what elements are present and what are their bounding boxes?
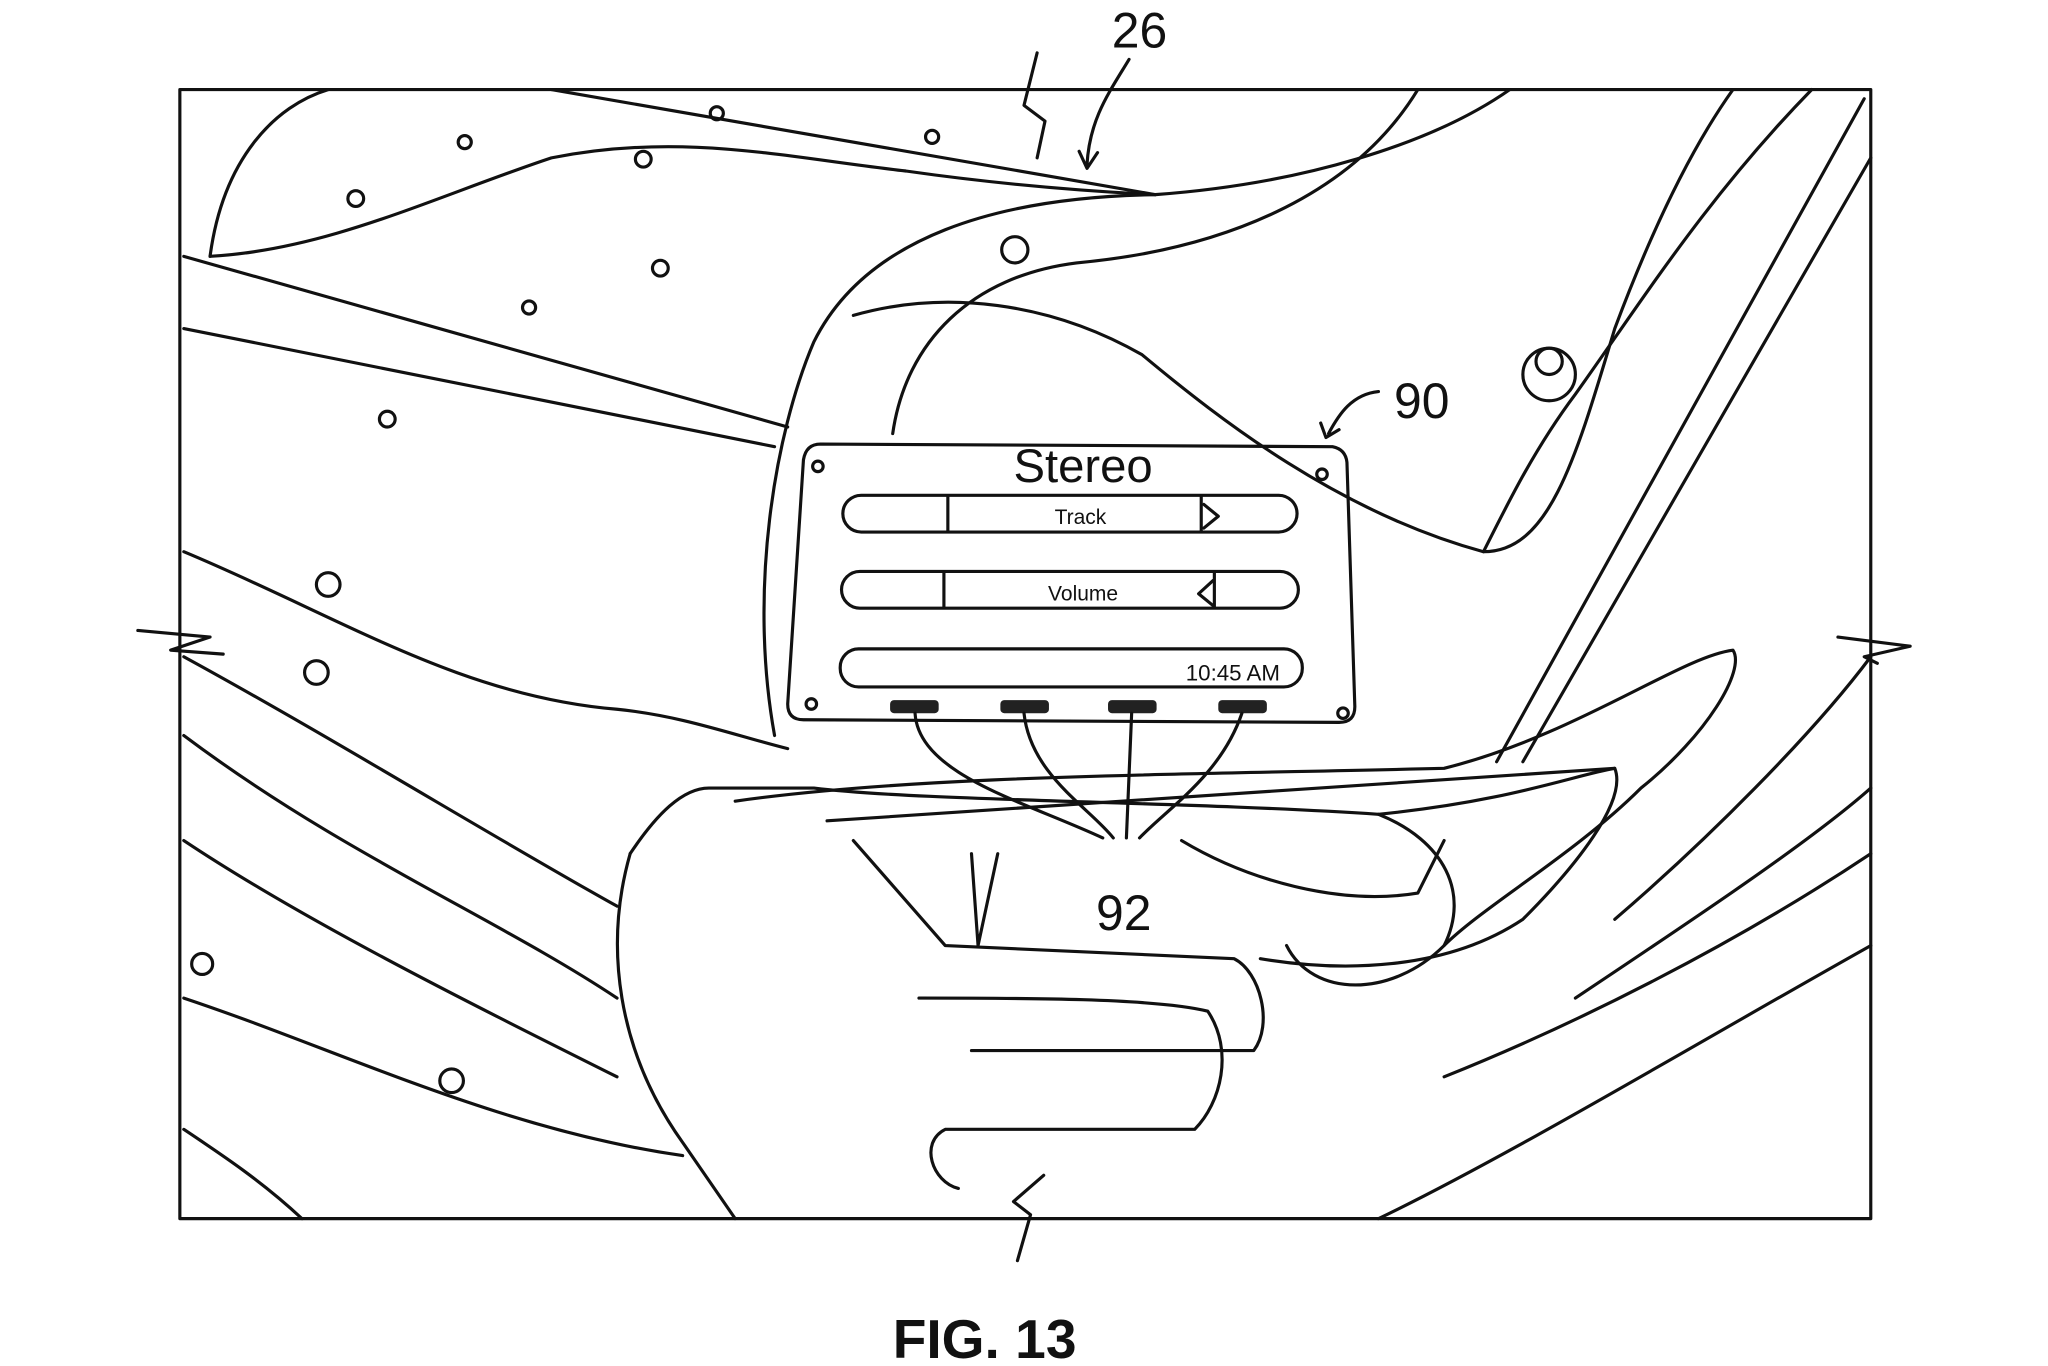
frame-border [136,51,1912,1263]
hard-button-2[interactable] [1000,700,1049,714]
track-label: Track [1055,506,1107,529]
clock-bar: 10:45 AM [838,647,1304,689]
figure-caption: FIG. 13 [893,1308,1077,1366]
hard-button-1[interactable] [890,700,939,714]
hard-button-3[interactable] [1108,700,1157,714]
hard-button-4[interactable] [1218,700,1267,714]
hard-buttons [890,700,1267,714]
track-slider[interactable]: Track [841,493,1299,534]
leader-lines [913,57,1381,840]
clock-text: 10:45 AM [1186,660,1280,685]
stereo-display: Stereo Track Volume 10:45 AM [786,440,1357,724]
volume-left-icon[interactable] [1197,579,1215,608]
volume-label: Volume [1048,582,1118,605]
stereo-title: Stereo [1013,440,1152,493]
ref-numeral-90: 90 [1394,373,1449,429]
fastener-holes [190,105,1030,1095]
ref-numeral-92: 92 [1096,885,1151,941]
volume-slider[interactable]: Volume [839,569,1300,610]
ref-numeral-26: 26 [1112,3,1167,59]
play-right-icon[interactable] [1202,502,1220,530]
vehicle-interior-lines [182,88,1873,1221]
